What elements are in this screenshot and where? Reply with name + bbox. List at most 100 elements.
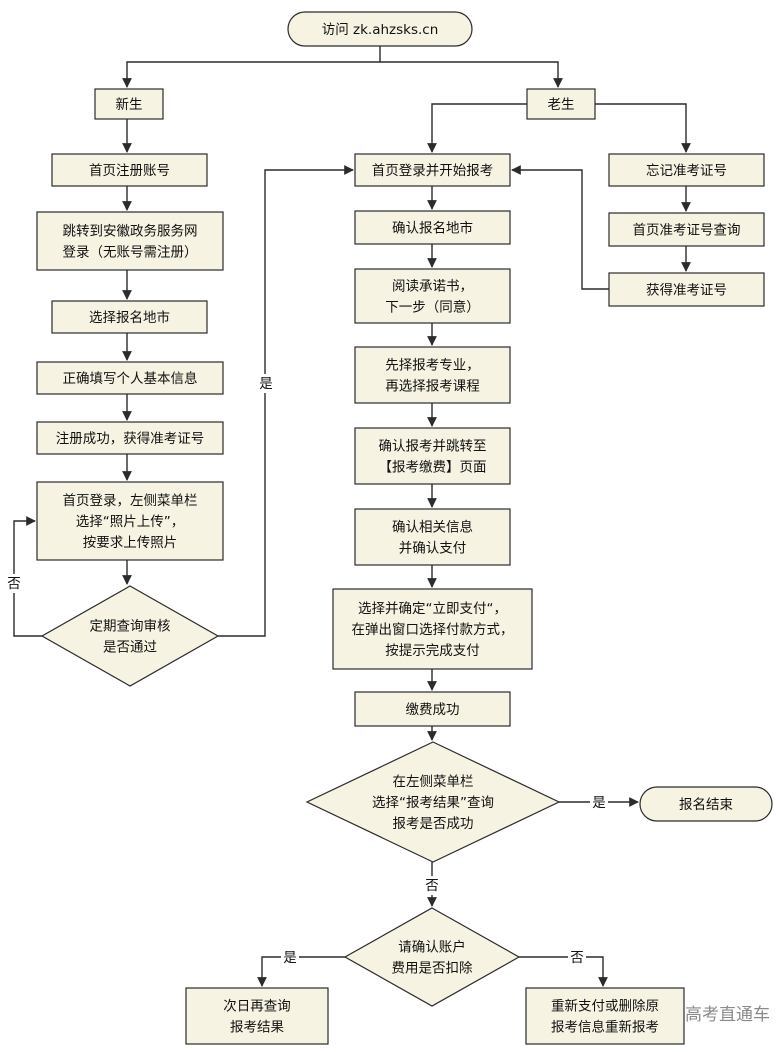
- flow-arrow: [218, 165, 354, 637]
- process-box: [525, 987, 685, 1045]
- process-box: [332, 588, 533, 670]
- node-text-line: 是否通过: [103, 640, 157, 656]
- node-login-start: 首页登录并开始报考: [354, 153, 511, 187]
- process-box: [354, 346, 511, 404]
- node-query-no: 首页准考证号查询: [608, 212, 765, 247]
- node-text-line: 【报考缴费】页面: [379, 460, 487, 476]
- process-box: [185, 987, 329, 1045]
- node-text-line: 首页准考证号查询: [633, 223, 741, 239]
- process-box: [354, 691, 511, 727]
- edge-label-bg: [568, 948, 586, 967]
- process-box: [36, 361, 224, 395]
- node-new-student: 新生: [94, 88, 164, 120]
- flow-arrow: [595, 103, 691, 153]
- node-text-line: 在弹出窗口选择付款方式，: [352, 621, 514, 638]
- node-reg-end: 报名结束: [639, 786, 773, 822]
- terminal-box: [639, 786, 773, 822]
- edge-label-result-no: 否: [425, 878, 439, 894]
- node-text-line: 选择并确定“立即支付“，: [358, 601, 507, 617]
- process-box: [36, 421, 224, 455]
- edge-label-account-no: 否: [570, 950, 584, 966]
- node-text-line: 缴费成功: [406, 702, 460, 718]
- process-box: [526, 88, 596, 120]
- flow-arrow: [519, 956, 608, 987]
- edge-label-bg: [257, 374, 275, 393]
- node-register-success: 注册成功，获得准考证号: [36, 421, 224, 455]
- node-text-line: 登录（无账号需注册）: [63, 245, 198, 261]
- process-box: [354, 268, 511, 324]
- node-text-line: 首页登录并开始报考: [372, 163, 494, 179]
- process-box: [608, 272, 765, 307]
- node-text-line: 注册成功，获得准考证号: [56, 430, 205, 447]
- node-text-line: 次日再查询: [223, 999, 291, 1015]
- node-text-line: 在左侧菜单栏: [393, 774, 474, 790]
- node-text-line: 定期查询审核: [90, 619, 171, 635]
- process-box: [354, 427, 511, 485]
- decision-diamond: [40, 585, 220, 687]
- edge-label-bg: [590, 793, 608, 812]
- process-box: [354, 508, 511, 566]
- flow-arrow: [511, 165, 609, 290]
- node-text-line: 下一步（同意）: [385, 299, 480, 316]
- flow-arrow: [427, 103, 527, 153]
- node-text-line: 按提示完成支付: [385, 643, 480, 659]
- node-text-line: 首页登录，左侧菜单栏: [63, 493, 198, 509]
- edge-label-review-yes: 是: [259, 376, 273, 392]
- node-text-line: 并确认支付: [399, 541, 467, 557]
- decision-diamond: [343, 907, 521, 1007]
- node-forgot-no: 忘记准考证号: [608, 153, 765, 187]
- node-text-line: 获得准考证号: [646, 282, 727, 299]
- node-text-line: 确认相关信息: [392, 519, 473, 536]
- node-text-line: 忘记准考证号: [646, 163, 727, 179]
- node-choose-city-new: 选择报名地市: [51, 300, 208, 334]
- node-text-line: 报考信息重新报考: [551, 1019, 659, 1036]
- node-text-line: 按要求上传照片: [83, 535, 178, 551]
- node-text-line: 跳转到安徽政务服务网: [63, 224, 198, 240]
- process-box: [354, 153, 511, 187]
- flow-arrow: [380, 61, 563, 88]
- process-box: [36, 211, 224, 271]
- process-box: [51, 153, 208, 187]
- node-pay-success: 缴费成功: [354, 691, 511, 727]
- edge-label-account-yes: 是: [283, 950, 297, 966]
- node-text-line: 正确填写个人基本信息: [63, 370, 198, 387]
- process-box: [36, 481, 224, 561]
- node-text-line: 选择“报考结果”查询: [372, 795, 494, 811]
- node-confirm-jump: 确认报考并跳转至【报考缴费】页面: [354, 427, 511, 485]
- edge-label-result-yes: 是: [592, 795, 606, 811]
- decision-diamond: [305, 741, 561, 863]
- edge-label-bg: [281, 948, 299, 967]
- node-text-line: 访问 zk.ahzsks.cn: [322, 22, 439, 38]
- node-start: 访问 zk.ahzsks.cn: [287, 11, 473, 47]
- node-text-line: 选择报名地市: [89, 309, 170, 326]
- node-get-no: 获得准考证号: [608, 272, 765, 307]
- node-text-line: 选择“照片上传”，: [76, 514, 185, 530]
- process-box: [608, 212, 765, 247]
- node-pay-now: 选择并确定“立即支付“， 在弹出窗口选择付款方式， 按提示完成支付: [332, 588, 533, 670]
- process-box: [51, 300, 208, 334]
- edge-label-review-no: 否: [7, 576, 21, 592]
- node-choose-major: 先择报考专业， 再选择报考课程: [354, 346, 511, 404]
- node-text-line: 报考是否成功: [393, 816, 474, 832]
- node-text-line: 报名结束: [679, 797, 733, 813]
- node-text-line: 费用是否扣除: [392, 961, 473, 977]
- node-text-line: 确认报考并跳转至: [379, 439, 487, 455]
- watermark-text: 高考直通车: [685, 1005, 770, 1025]
- node-text-line: 先择报考专业，: [385, 358, 480, 374]
- node-text-line: 再选择报考课程: [385, 379, 480, 395]
- process-box: [354, 210, 511, 245]
- process-box: [94, 88, 164, 120]
- node-old-student: 老生: [526, 88, 596, 120]
- terminal-box: [287, 11, 473, 47]
- node-text-line: 老生: [548, 97, 575, 113]
- node-read-pledge: 阅读承诺书，下一步（同意）: [354, 268, 511, 324]
- edge-label-bg: [423, 876, 441, 895]
